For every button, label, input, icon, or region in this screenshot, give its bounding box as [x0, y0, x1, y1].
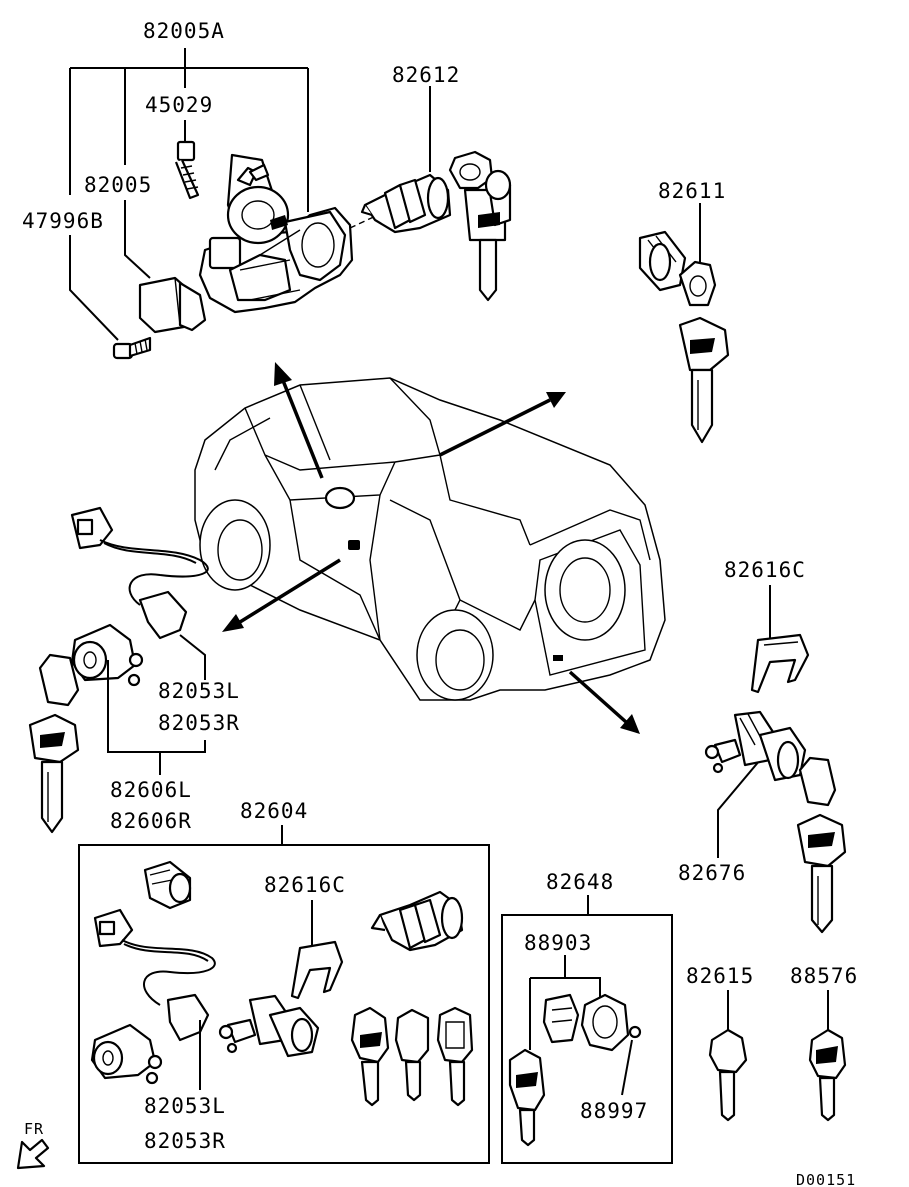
- door-cylinder-82611: [638, 203, 730, 444]
- ignition-cylinder-82612: [349, 86, 512, 302]
- label-82053R-b: 82053R: [144, 1129, 226, 1153]
- label-82648: 82648: [546, 870, 614, 894]
- label-88576: 88576: [790, 964, 858, 988]
- label-47996B: 47996B: [22, 209, 104, 233]
- label-82615: 82615: [686, 964, 754, 988]
- label-82606L: 82606L: [110, 778, 192, 802]
- label-45029: 45029: [145, 93, 213, 117]
- key-88576: [808, 990, 847, 1122]
- label-82612: 82612: [392, 63, 460, 87]
- key-blank-82615: [708, 990, 748, 1122]
- label-82606R: 82606R: [110, 809, 192, 833]
- label-82616C-top: 82616C: [724, 558, 806, 582]
- diagram-id: D00151: [796, 1171, 856, 1187]
- kit-box-82604: [78, 825, 490, 1164]
- front-direction-indicator: [16, 1138, 50, 1170]
- kit-box-82648: [501, 895, 673, 1164]
- label-82005A: 82005A: [143, 19, 225, 43]
- label-82604: 82604: [240, 799, 308, 823]
- door-lock-left: [28, 506, 209, 834]
- part-number-labels: 82005A 45029 82005 47996B 82612 82611 82…: [22, 19, 858, 1187]
- label-82611: 82611: [658, 179, 726, 203]
- label-82616C-box: 82616C: [264, 873, 346, 897]
- label-82676: 82676: [678, 861, 746, 885]
- label-82005: 82005: [84, 173, 152, 197]
- clip-82616C: [750, 585, 810, 694]
- label-88997: 88997: [580, 1099, 648, 1123]
- label-82053L-b: 82053L: [144, 1094, 226, 1118]
- label-82053L-a: 82053L: [158, 679, 240, 703]
- label-fr: FR: [24, 1120, 44, 1138]
- tailgate-cylinder-82676: [704, 710, 847, 934]
- vehicle-illustration: [194, 377, 666, 701]
- label-82053R-a: 82053R: [158, 711, 240, 735]
- ignition-switch-assembly: [69, 48, 354, 360]
- direction-arrows: [222, 362, 640, 734]
- label-88903: 88903: [524, 931, 592, 955]
